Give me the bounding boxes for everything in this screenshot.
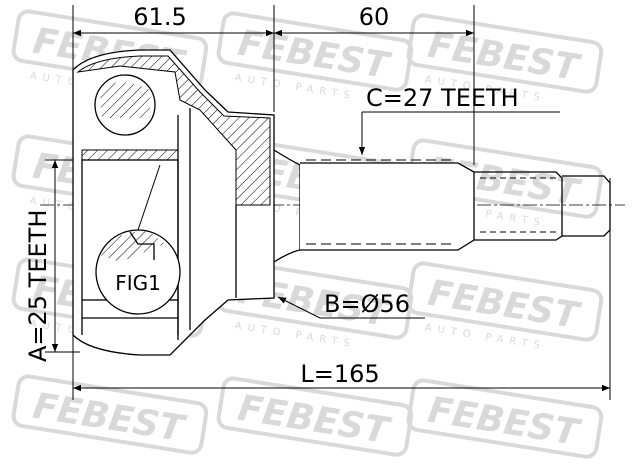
shaft-end xyxy=(562,175,611,237)
housing-wall-top xyxy=(76,55,271,206)
leader-b xyxy=(277,296,321,319)
diameter-b-label: B=Ø56 xyxy=(324,290,410,318)
fig1-label: FIG1 xyxy=(115,271,161,295)
leaders xyxy=(277,111,560,319)
length-l-label: L=165 xyxy=(300,360,379,388)
spline-a-label: A=25 TEETH xyxy=(24,210,52,362)
dimension-lines xyxy=(51,29,610,392)
watermark-logo: FEBEST xyxy=(406,378,604,459)
housing-lower-detail xyxy=(81,300,179,340)
spline-c-label: C=27 TEETH xyxy=(366,84,519,112)
fig1-spline-mark xyxy=(129,231,155,260)
watermark-logo: FEBEST AUTO PARTS xyxy=(406,261,604,352)
cage-band xyxy=(81,149,179,161)
watermark-logo: FEBEST xyxy=(11,374,209,455)
fig1-leader xyxy=(137,164,161,231)
cv-joint-part xyxy=(72,49,611,356)
shaft-body xyxy=(300,162,475,251)
dim-60-label: 60 xyxy=(359,3,390,31)
fig1-detail-hatch xyxy=(100,231,165,262)
watermark-logo: FEBEST xyxy=(216,376,414,457)
ball-top-hatch xyxy=(100,82,150,118)
shaft-thread xyxy=(474,171,563,241)
dim-61-5-label: 61.5 xyxy=(133,3,186,31)
shaft-thread-lines xyxy=(480,177,556,233)
